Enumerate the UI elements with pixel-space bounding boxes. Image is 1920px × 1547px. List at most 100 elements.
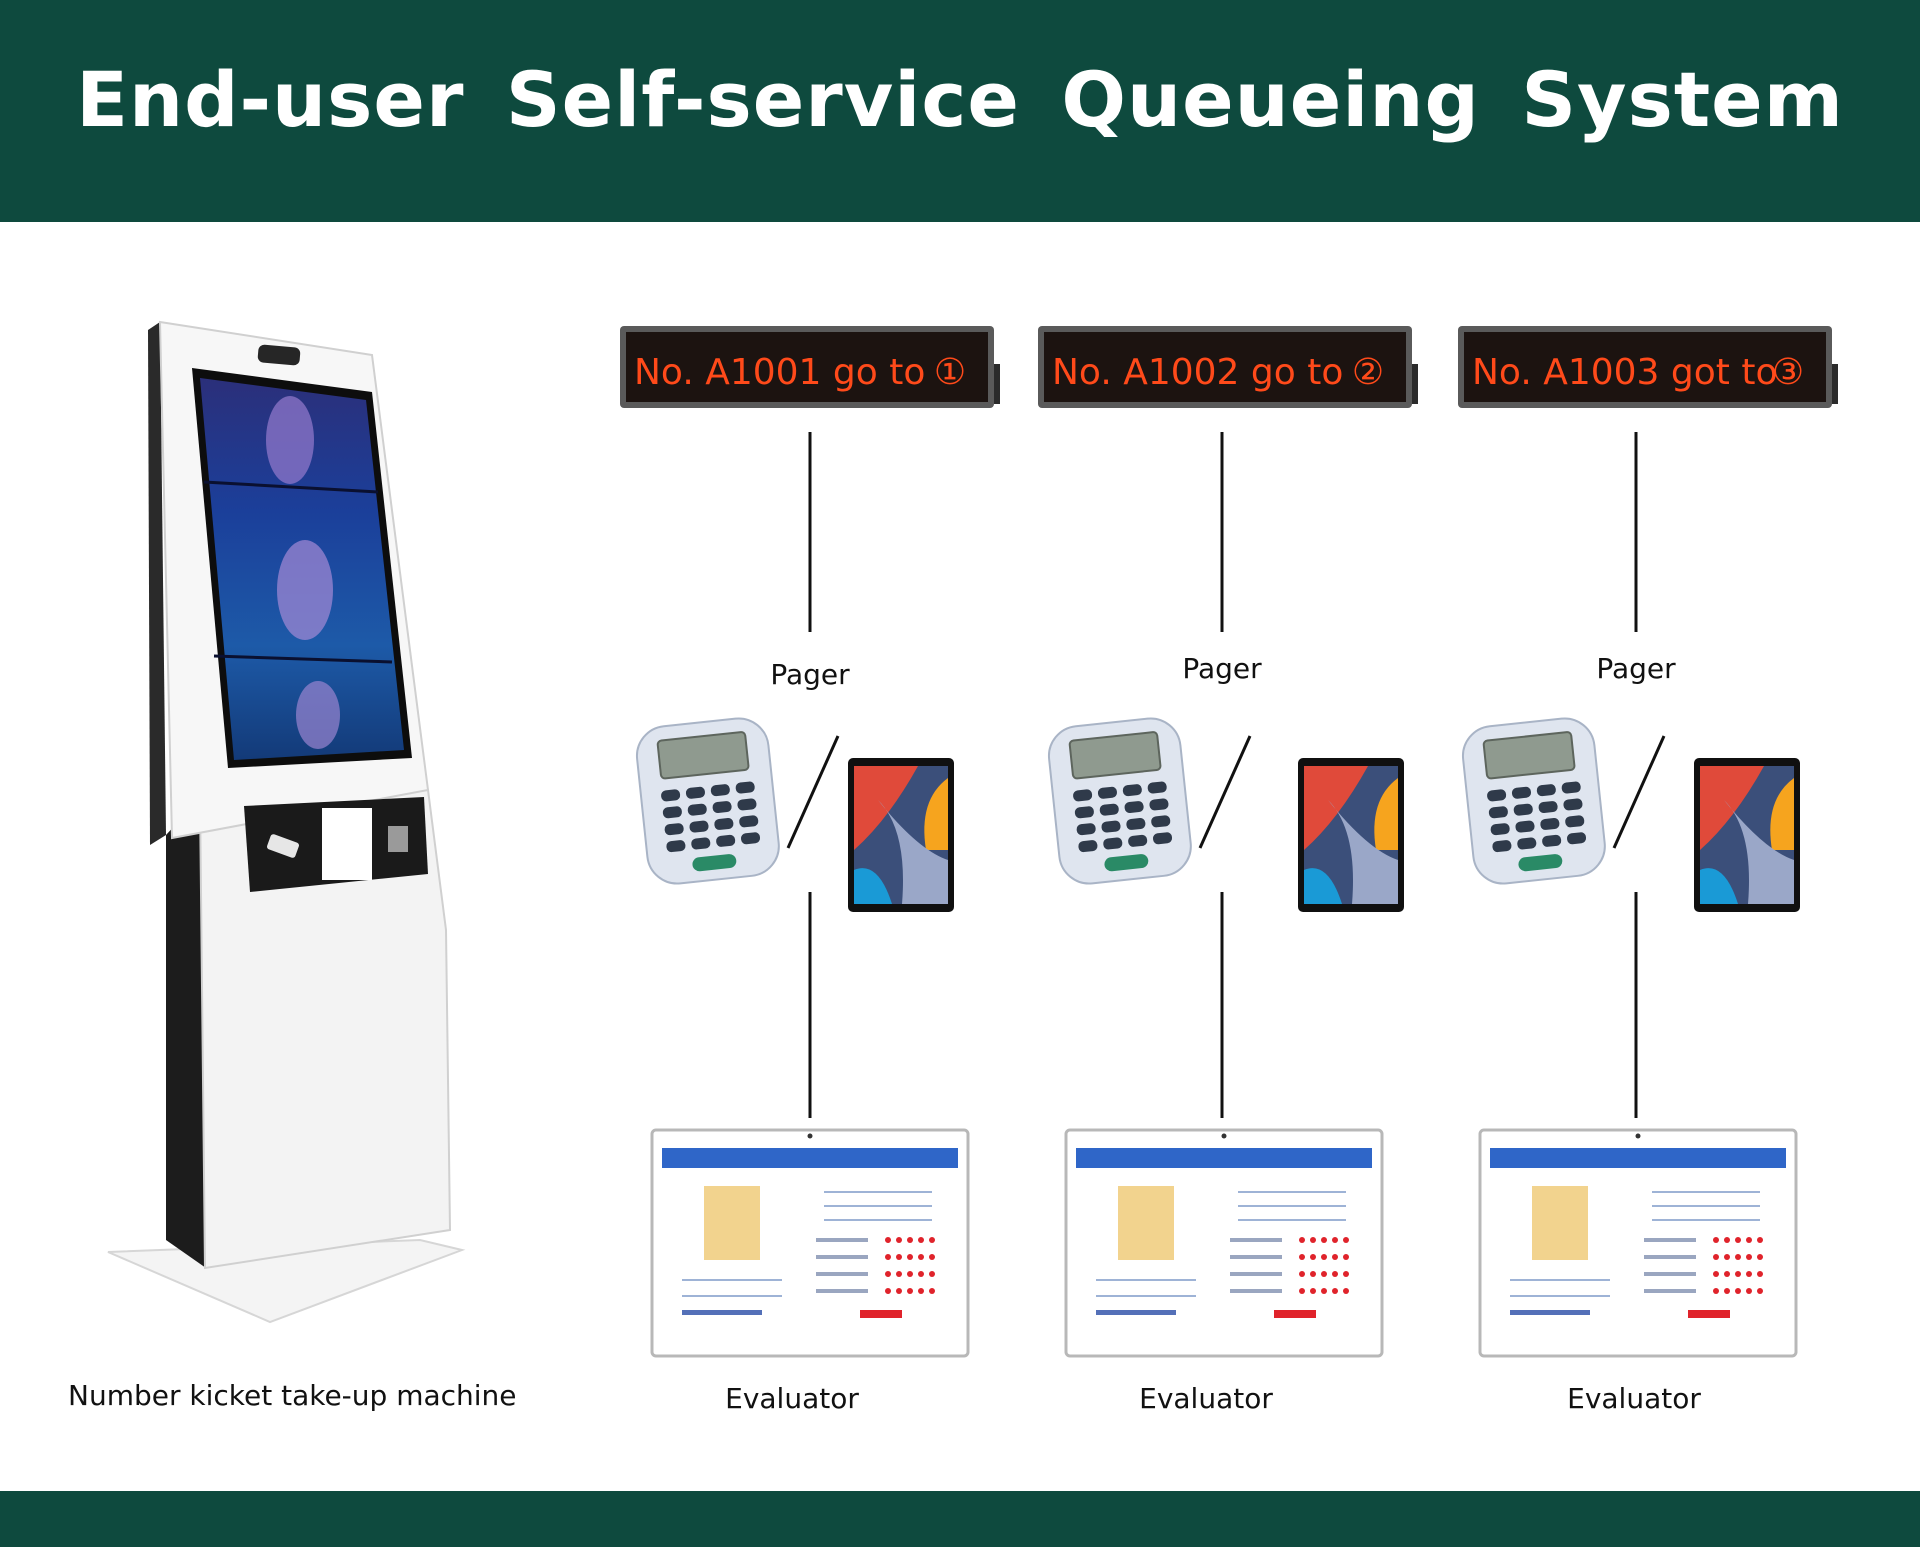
tablet-icon [848,758,954,912]
led-display-connector [1412,364,1418,404]
tablet-wallpaper-shape [854,868,892,904]
pager-key [1492,840,1512,853]
rating-dot [896,1288,902,1294]
pager-key [1074,806,1094,819]
pager-key [1566,832,1587,845]
rating-dot [929,1237,935,1243]
pager-key [1538,801,1558,814]
rating-dot [1321,1237,1327,1243]
tablet-icon [1694,758,1800,912]
pager-key [1563,798,1583,811]
pager-key [1101,820,1121,833]
rating-dot [885,1288,891,1294]
rating-dot [1735,1271,1741,1277]
rating-dot [885,1237,891,1243]
evaluator-criteria-line [1230,1255,1282,1259]
pager-key [1488,806,1508,819]
pager-key [1126,817,1146,830]
pager-key [1542,834,1562,847]
led-window-number: ② [1352,352,1384,393]
rating-dot [1321,1288,1327,1294]
rating-dot [1746,1237,1752,1243]
rating-dot [1757,1288,1763,1294]
rating-dot [1735,1288,1741,1294]
led-window-number: ③ [1772,352,1804,393]
pager-key [1078,840,1098,853]
rating-dot [1299,1237,1305,1243]
rating-dot [1310,1237,1316,1243]
evaluator-photo [704,1186,760,1260]
pager-key [1099,803,1119,816]
pager-key [1151,815,1171,828]
evaluator-contact-line [682,1310,762,1315]
rating-dot [1310,1271,1316,1277]
rating-dot [896,1271,902,1277]
rating-dot [1746,1271,1752,1277]
pager-key [740,832,761,845]
rating-dot [1713,1288,1719,1294]
kiosk-label: Number kicket take-up machine [68,1379,517,1412]
keypad-pager-icon [1047,717,1192,885]
tablet-wallpaper-shape [924,778,948,850]
rating-dot [896,1254,902,1260]
rating-dot [1713,1271,1719,1277]
tablet-wallpaper-shape [1724,800,1794,904]
pager-key [1517,837,1537,850]
pager-label: Pager [1182,652,1262,685]
evaluator-photo [1118,1186,1174,1260]
rating-dot [907,1271,913,1277]
evaluator-criteria-line [816,1255,868,1259]
pager-key [1149,798,1169,811]
tablet-wallpaper-shape [1304,766,1368,850]
evaluator-camera [1635,1133,1641,1139]
evaluator-header-bar [1490,1148,1786,1168]
pager-key [1152,832,1173,845]
rating-dot [1757,1271,1763,1277]
page-title: End-user Self-service Queueing System [76,55,1844,144]
led-display-panel [1044,332,1406,402]
rating-dot [1713,1237,1719,1243]
rating-dot [918,1254,924,1260]
rating-dot [1724,1254,1730,1260]
rating-dot [907,1288,913,1294]
pager-key [1540,817,1560,830]
rating-dot [1332,1271,1338,1277]
evaluator-criteria-line [1230,1289,1282,1293]
rating-dot [1746,1254,1752,1260]
led-display-text: No. A1002 go to [1052,352,1343,393]
pager-key [1122,784,1142,797]
rating-dot [885,1254,891,1260]
rating-dot [1343,1288,1349,1294]
rating-dot [1299,1288,1305,1294]
evaluator-contact-line [1096,1310,1176,1315]
divider-slash [786,735,840,849]
rating-dot [918,1271,924,1277]
title-banner: End-user Self-service Queueing System [0,0,1920,222]
rating-dot [1343,1271,1349,1277]
pager-key [1103,837,1123,850]
rating-dot [1746,1288,1752,1294]
rating-dot [1343,1254,1349,1260]
evaluator-camera [1221,1133,1227,1139]
pager-key [735,781,755,794]
rating-dot [1332,1254,1338,1260]
pager-key [1073,789,1093,802]
evaluator-criteria-line [1644,1238,1696,1242]
rating-dot [1724,1288,1730,1294]
evaluator-camera [807,1133,813,1139]
rating-dot [1724,1237,1730,1243]
pager-key [662,806,682,819]
pager-key [1490,823,1510,836]
tablet-wallpaper-shape [1770,778,1794,850]
ticket-kiosk-icon [107,320,466,1324]
led-display-3: No. A1003 got to③ [1458,326,1838,408]
tablet-wallpaper-shape [1374,778,1398,850]
pager-key [1076,823,1096,836]
evaluator-criteria-line [1644,1255,1696,1259]
evaluator-submit-key [860,1310,902,1318]
pager-screen [1482,731,1576,780]
